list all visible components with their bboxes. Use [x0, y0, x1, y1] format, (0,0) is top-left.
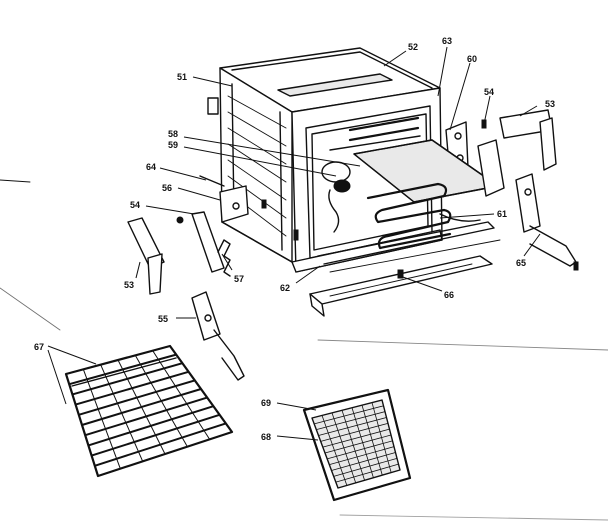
- callout-55: 55: [158, 314, 168, 324]
- callout-61: 61: [497, 209, 507, 219]
- callout-66: 66: [444, 290, 454, 300]
- door-hinge-left: [191, 291, 245, 381]
- pan-grid-line: [327, 440, 393, 460]
- oven-rack: [64, 344, 234, 478]
- pan-grid-line: [335, 463, 399, 483]
- pan-grid-line: [316, 411, 386, 431]
- pan-grid-line: [351, 407, 374, 478]
- callout-65: 65: [516, 258, 526, 268]
- rack-crosswire: [100, 364, 144, 462]
- callout-56: 56: [162, 183, 172, 193]
- oven-light-socket: [321, 161, 351, 233]
- callout-54-left: 54: [130, 200, 140, 210]
- callout-69: 69: [261, 398, 271, 408]
- pan-grid-line: [371, 402, 392, 473]
- rack-crosswire: [152, 350, 211, 440]
- hinge-receiver-left: [176, 211, 225, 273]
- callout-57: 57: [234, 274, 244, 284]
- hinge-spring: [217, 239, 231, 277]
- callout-60: 60: [467, 54, 477, 64]
- door-hinge-right: [515, 173, 579, 271]
- pan-grid-line: [321, 415, 348, 486]
- pan-grid-line: [331, 452, 396, 471]
- broiler-pan: [302, 388, 412, 502]
- callout-68: 68: [261, 432, 271, 442]
- callout-63: 63: [442, 36, 452, 46]
- pan-grid-line: [361, 405, 383, 476]
- callout-62: 62: [280, 283, 290, 293]
- bake-element: [366, 182, 481, 250]
- pan-grid-line: [331, 412, 357, 483]
- callout-59: 59: [168, 140, 178, 150]
- callout-54-right: 54: [484, 87, 494, 97]
- lower-front-rail: [309, 255, 493, 317]
- callout-53-left: 53: [124, 280, 134, 290]
- callout-58: 58: [168, 129, 178, 139]
- oven-cavity-body: [207, 47, 443, 273]
- lower-side-rail: [317, 221, 501, 273]
- rack-crosswire: [134, 355, 188, 447]
- callout-53-right: 53: [545, 99, 555, 109]
- callout-numbers: 51 52 63 60 54 53 58 59 64 56 54 61 65 5…: [34, 36, 555, 442]
- side-trim-right: [499, 109, 557, 171]
- callout-52: 52: [408, 42, 418, 52]
- pan-grid-line: [322, 428, 390, 448]
- callout-51: 51: [177, 72, 187, 82]
- pan-grid-line: [333, 457, 398, 477]
- scan-marks: [0, 179, 608, 521]
- pan-grid-line: [318, 417, 387, 436]
- leader-lines: [47, 46, 541, 441]
- pan-grid-line: [314, 405, 384, 425]
- rack-crosswire: [117, 359, 166, 455]
- callout-67: 67: [34, 342, 44, 352]
- pan-grid-line: [341, 410, 365, 481]
- side-trim-left: [127, 217, 165, 295]
- rack-crosswire: [82, 369, 121, 469]
- left-bracket-plate: [199, 175, 249, 223]
- pan-grid-line: [329, 446, 395, 466]
- pan-grid-line: [320, 422, 389, 442]
- pan-grid-line: [324, 434, 392, 454]
- callout-64: 64: [146, 162, 156, 172]
